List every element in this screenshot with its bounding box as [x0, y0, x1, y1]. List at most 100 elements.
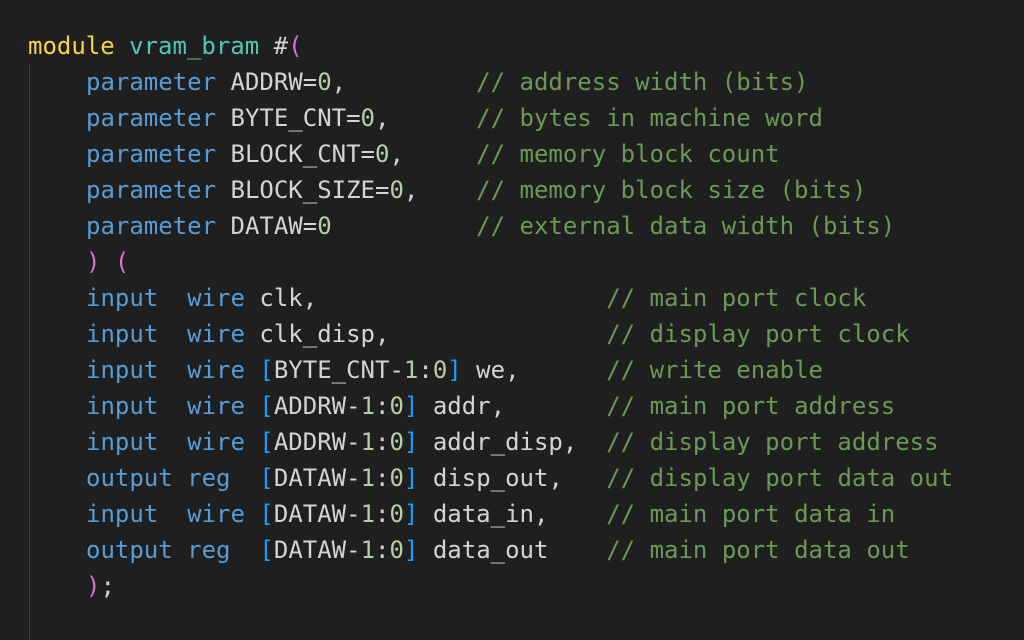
code-line-port[interactable]: input wire [DATAW-1:0] data_in, // main …: [0, 496, 1024, 532]
whitespace: [389, 316, 606, 352]
colon: :: [375, 428, 390, 456]
lsb-value: 0: [389, 500, 404, 528]
comment: // write enable: [606, 356, 823, 384]
module-name: vram_bram: [129, 32, 260, 60]
close-paren: ): [86, 572, 101, 600]
comment: // address width (bits): [476, 68, 809, 96]
comma: ,: [533, 500, 549, 528]
minus: -: [346, 464, 361, 492]
whitespace: [317, 280, 606, 316]
port-direction: output: [86, 536, 173, 564]
equals: =: [302, 212, 318, 240]
comment: // main port clock: [606, 284, 867, 312]
open-bracket: [: [259, 500, 274, 528]
msb-value: 1: [360, 428, 376, 456]
code-line-parameter[interactable]: parameter DATAW=0 // external data width…: [0, 208, 1024, 244]
width-identifier: ADDRW: [273, 392, 347, 420]
code-line-parameter[interactable]: parameter BLOCK_CNT=0, // memory block c…: [0, 136, 1024, 172]
lsb-value: 0: [432, 356, 448, 384]
whitespace: [245, 316, 259, 352]
code-line-port[interactable]: input wire clk_disp, // display port clo…: [0, 316, 1024, 352]
port-name: we: [476, 356, 506, 384]
code-line-parameter[interactable]: parameter BLOCK_SIZE=0, // memory block …: [0, 172, 1024, 208]
parameter-keyword: parameter: [86, 212, 217, 240]
parameter-keyword: parameter: [86, 68, 217, 96]
minus: -: [346, 428, 361, 456]
msb-value: 1: [360, 536, 376, 564]
port-kind: wire: [187, 356, 245, 384]
code-line-port[interactable]: input wire [BYTE_CNT-1:0] we, // write e…: [0, 352, 1024, 388]
whitespace: [520, 352, 607, 388]
code-line-port[interactable]: input wire clk, // main port clock: [0, 280, 1024, 316]
whitespace: [505, 388, 606, 424]
msb-value: 1: [403, 356, 419, 384]
comma: ,: [389, 140, 404, 168]
comment: // display port address: [606, 428, 939, 456]
width-identifier: BYTE_CNT: [273, 356, 390, 384]
code-line-port[interactable]: input wire [ADDRW-1:0] addr, // main por…: [0, 388, 1024, 424]
parameter-value: 0: [360, 104, 375, 132]
module-keyword: module: [28, 32, 115, 60]
port-kind: wire: [187, 320, 245, 348]
close-bracket: ]: [403, 500, 419, 528]
comma: ,: [562, 428, 578, 456]
comma: ,: [302, 284, 318, 312]
parameter-keyword: parameter: [86, 176, 217, 204]
code-line-parameter[interactable]: parameter ADDRW=0, // address width (bit…: [0, 64, 1024, 100]
comment: // main port data in: [606, 500, 896, 528]
minus: -: [346, 500, 361, 528]
close-bracket: ]: [403, 392, 419, 420]
parameter-keyword: parameter: [86, 104, 217, 132]
port-name: disp_out: [432, 464, 549, 492]
whitespace: [577, 424, 606, 460]
open-bracket: [: [259, 536, 274, 564]
parameter-keyword: parameter: [86, 140, 217, 168]
code-line-port[interactable]: output reg [DATAW-1:0] data_out // main …: [0, 532, 1024, 568]
whitespace: [245, 280, 259, 316]
equals: =: [375, 176, 390, 204]
code-line-port[interactable]: output reg [DATAW-1:0] disp_out, // disp…: [0, 460, 1024, 496]
equals: =: [360, 140, 375, 168]
whitespace: [245, 388, 259, 424]
msb-value: 1: [360, 500, 376, 528]
port-kind: wire: [187, 428, 245, 456]
port-name: addr_disp: [432, 428, 563, 456]
code-line-parameter[interactable]: parameter BYTE_CNT=0, // bytes in machin…: [0, 100, 1024, 136]
width-identifier: DATAW: [273, 536, 347, 564]
open-bracket: [: [259, 392, 274, 420]
minus: -: [346, 536, 361, 564]
whitespace: [462, 352, 476, 388]
whitespace: [418, 172, 476, 208]
lsb-value: 0: [389, 536, 404, 564]
port-name: addr: [432, 392, 491, 420]
width-identifier: ADDRW: [273, 428, 347, 456]
comment: // main port address: [606, 392, 896, 420]
whitespace: [173, 532, 187, 568]
code-line-end[interactable]: );: [0, 568, 1024, 604]
parameter-name: DATAW: [230, 212, 303, 240]
code-line-module[interactable]: module vram_bram #(: [0, 28, 1024, 64]
whitespace: [389, 100, 476, 136]
code-line-port[interactable]: input wire [ADDRW-1:0] addr_disp, // dis…: [0, 424, 1024, 460]
code-line-param-close[interactable]: ) (: [0, 244, 1024, 280]
parameter-value: 0: [317, 212, 332, 240]
semicolon: ;: [100, 572, 115, 600]
width-identifier: DATAW: [273, 500, 347, 528]
port-kind: wire: [187, 284, 245, 312]
close-bracket: ]: [447, 356, 462, 384]
port-name: data_in: [432, 500, 534, 528]
comma: ,: [490, 392, 506, 420]
close-bracket: ]: [403, 464, 419, 492]
port-name: clk_disp: [259, 320, 375, 348]
msb-value: 1: [360, 464, 376, 492]
whitespace: [563, 460, 606, 496]
colon: :: [375, 392, 390, 420]
port-direction: input: [86, 428, 159, 456]
comma: ,: [331, 68, 347, 96]
whitespace: [158, 388, 187, 424]
port-direction: output: [86, 464, 173, 492]
whitespace: [418, 388, 432, 424]
comment: // external data width (bits): [476, 212, 896, 240]
port-kind: reg: [187, 536, 231, 564]
